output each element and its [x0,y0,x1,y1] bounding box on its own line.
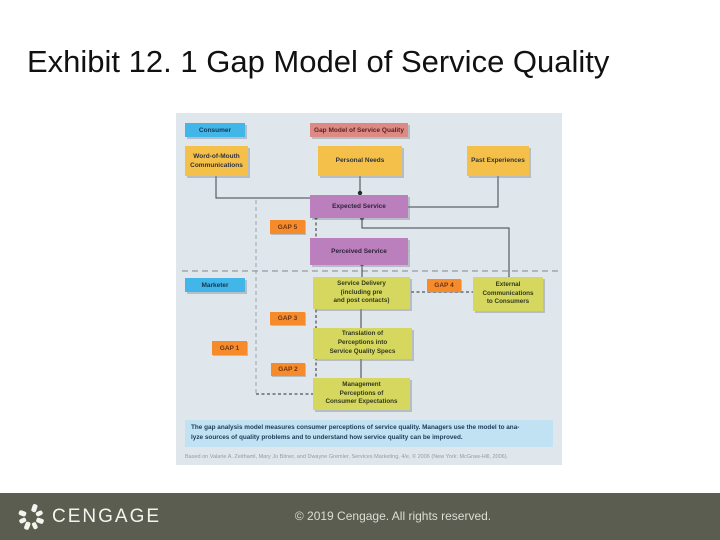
gap-5-badge: GAP 5 [270,220,305,234]
page-title: Exhibit 12. 1 Gap Model of Service Quali… [27,44,610,79]
node-perceived-service: Perceived Service [310,238,408,265]
diagram-caption: The gap analysis model measures consumer… [185,420,553,447]
diagram-header: Gap Model of Service Quality [310,123,408,137]
gap-4-badge: GAP 4 [427,279,461,292]
cengage-logo-text: CENGAGE [52,506,162,527]
diagram-source-citation: Based on Valarie A. Zeithaml, Mary Jo Bi… [185,454,509,460]
gap-3-badge: GAP 3 [270,312,305,325]
consumer-section-label: Consumer [185,123,245,137]
gap-2-badge: GAP 2 [271,363,305,376]
node-service-delivery: Service Delivery (including pre and post… [313,277,410,309]
gap-1-badge: GAP 1 [212,341,247,355]
cengage-pinwheel-icon [18,504,44,530]
node-personal-needs: Personal Needs [318,146,402,176]
copyright-text: © 2019 Cengage. All rights reserved. [294,509,492,523]
node-translation: Translation of Perceptions into Service … [313,328,412,359]
marketer-section-label: Marketer [185,278,245,292]
node-word-of-mouth: Word-of-Mouth Communications [185,146,248,176]
node-management-perceptions: Management Perceptions of Consumer Expec… [313,378,410,410]
cengage-logo: CENGAGE [16,501,161,533]
node-external-communications: External Communications to Consumers [473,277,543,311]
node-expected-service: Expected Service [310,195,408,218]
node-past-experiences: Past Experiences [467,146,529,176]
footer-bar: CENGAGE © 2019 Cengage. All rights reser… [0,493,720,540]
gap-model-diagram: Consumer Gap Model of Service Quality Wo… [176,113,562,465]
